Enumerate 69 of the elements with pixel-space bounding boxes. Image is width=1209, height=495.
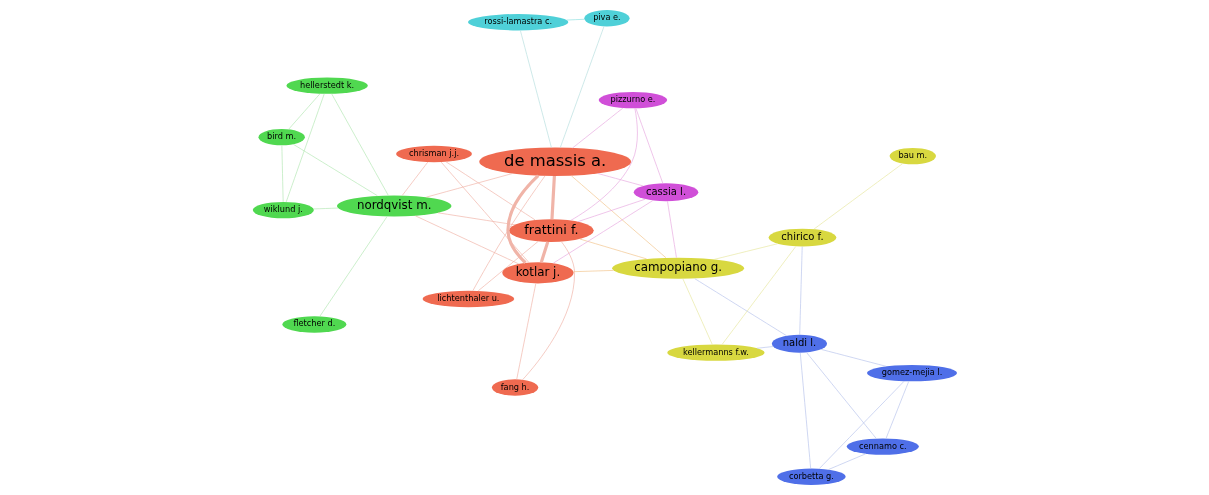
node-ellipse: campopiano g. xyxy=(611,257,744,279)
connector xyxy=(292,143,378,197)
connector xyxy=(798,246,803,336)
connector xyxy=(635,107,663,184)
connector xyxy=(885,381,909,439)
node-ellipse: chirico f. xyxy=(768,228,836,247)
node-ellipse: frattini f. xyxy=(508,219,594,242)
node-ellipse: cennamo c. xyxy=(846,438,919,455)
connector xyxy=(437,212,515,226)
connector xyxy=(721,246,796,345)
connector xyxy=(713,243,778,260)
node-ellipse: corbetta g. xyxy=(776,468,846,485)
node-ellipse: kellermanns f.w. xyxy=(666,344,765,361)
connector xyxy=(505,174,539,264)
connector xyxy=(578,238,647,260)
connector xyxy=(820,349,886,367)
connector xyxy=(552,200,653,264)
connector xyxy=(597,173,643,187)
connector xyxy=(827,453,866,470)
connector xyxy=(576,198,646,222)
connector xyxy=(813,163,903,230)
connector xyxy=(440,161,529,263)
connector xyxy=(818,380,904,469)
connector xyxy=(401,161,428,196)
node-ellipse: nordqvist m. xyxy=(336,195,451,217)
connector xyxy=(570,108,638,221)
connector xyxy=(472,175,545,291)
node-ellipse: bird m. xyxy=(258,129,305,146)
connector xyxy=(666,200,677,258)
node-ellipse: hellerstedt k. xyxy=(285,77,368,94)
connector xyxy=(571,107,623,149)
node-ellipse: fletcher d. xyxy=(281,316,346,333)
connector xyxy=(285,93,325,203)
node-ellipse: bau m. xyxy=(889,147,936,165)
node-ellipse: gomez-mejia l. xyxy=(866,364,957,382)
connector xyxy=(570,175,666,259)
node-ellipse: piva e. xyxy=(583,10,630,27)
connector xyxy=(477,241,539,292)
node-ellipse: kotlar j. xyxy=(501,262,574,284)
connector xyxy=(693,278,787,337)
node-ellipse: rossi-lamastra c. xyxy=(467,14,568,31)
connector xyxy=(330,93,389,196)
connector xyxy=(425,173,513,198)
connector xyxy=(539,241,549,263)
connector xyxy=(281,145,283,203)
node-ellipse: chrisman j.j. xyxy=(395,145,472,163)
connector xyxy=(312,207,338,210)
connector xyxy=(682,278,713,345)
node-ellipse: de massis a. xyxy=(478,147,631,176)
connector xyxy=(519,30,552,148)
connector xyxy=(287,93,320,130)
node-ellipse: cassia l. xyxy=(633,183,698,202)
connector xyxy=(756,346,773,349)
connector xyxy=(565,18,585,21)
connector xyxy=(799,352,811,469)
node-ellipse: lichtenthaler u. xyxy=(422,290,514,308)
connector xyxy=(414,215,519,265)
node-ellipse: fang h. xyxy=(491,379,538,396)
connector xyxy=(445,161,536,221)
connector xyxy=(559,26,604,148)
node-ellipse: pizzurno e. xyxy=(598,91,667,109)
node-ellipse: naldi l. xyxy=(771,334,827,353)
connector xyxy=(549,175,556,220)
connector xyxy=(805,352,876,439)
connector xyxy=(515,283,536,380)
node-ellipse: wiklund j. xyxy=(252,201,314,219)
connector xyxy=(521,241,575,381)
connector xyxy=(572,270,614,273)
connector xyxy=(319,216,387,317)
